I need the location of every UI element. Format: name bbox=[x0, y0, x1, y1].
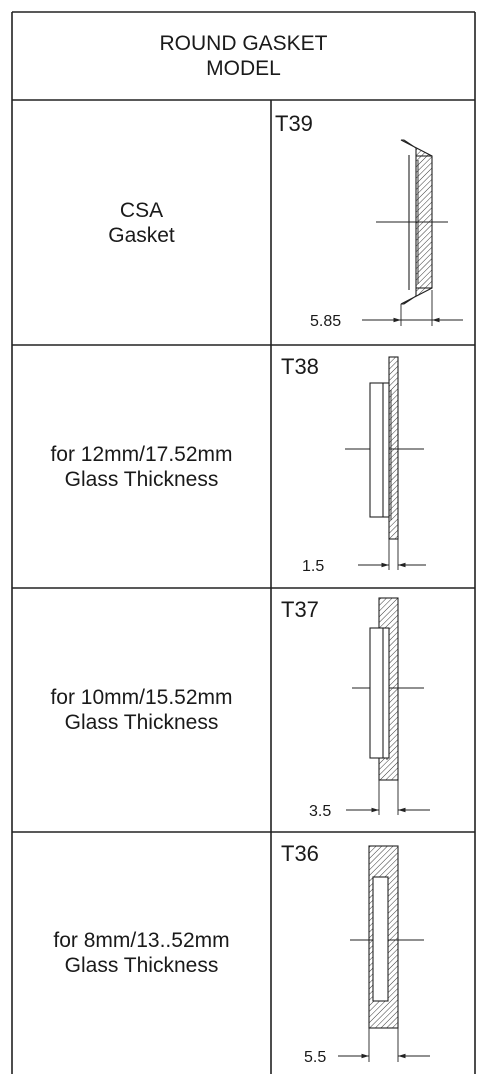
model-code: T36 bbox=[281, 841, 319, 866]
gasket-profile-t39 bbox=[376, 139, 448, 326]
row-description: CSA Gasket bbox=[12, 100, 271, 345]
row-description: for 10mm/15.52mm Glass Thickness bbox=[12, 588, 271, 832]
description-line-2: Glass Thickness bbox=[64, 467, 219, 491]
dimension-value: 3.5 bbox=[309, 803, 332, 820]
gasket-profile-t38 bbox=[345, 356, 424, 570]
model-code: T38 bbox=[281, 354, 319, 379]
gasket-profile-t37 bbox=[352, 597, 424, 815]
description-line-2: Glass Thickness bbox=[64, 954, 219, 977]
table-grid bbox=[11, 11, 476, 1074]
row-description: for 8mm/13..52mm Glass Thickness bbox=[12, 832, 271, 1074]
description-line-1: for 10mm/15.52mm bbox=[50, 686, 233, 709]
dimension-value: 1.5 bbox=[302, 558, 325, 575]
header-line-1: ROUND GASKET bbox=[159, 32, 328, 55]
model-code: T37 bbox=[281, 597, 319, 622]
description-line-1: for 12mm/17.52mm bbox=[50, 442, 233, 466]
row-description: for 12mm/17.52mm Glass Thickness bbox=[12, 345, 271, 588]
dimension-value: 5.5 bbox=[304, 1049, 327, 1066]
dimension-value: 5.85 bbox=[310, 313, 342, 330]
description-line-2: Gasket bbox=[108, 223, 175, 247]
description-line-1: for 8mm/13..52mm bbox=[53, 929, 230, 952]
description-line-2: Glass Thickness bbox=[64, 711, 219, 734]
table-header: ROUND GASKET MODEL bbox=[12, 12, 475, 100]
header-line-2: MODEL bbox=[206, 57, 281, 80]
description-line-1: CSA bbox=[119, 198, 164, 222]
model-code: T39 bbox=[275, 111, 313, 136]
gasket-profile-t36 bbox=[350, 845, 424, 1062]
